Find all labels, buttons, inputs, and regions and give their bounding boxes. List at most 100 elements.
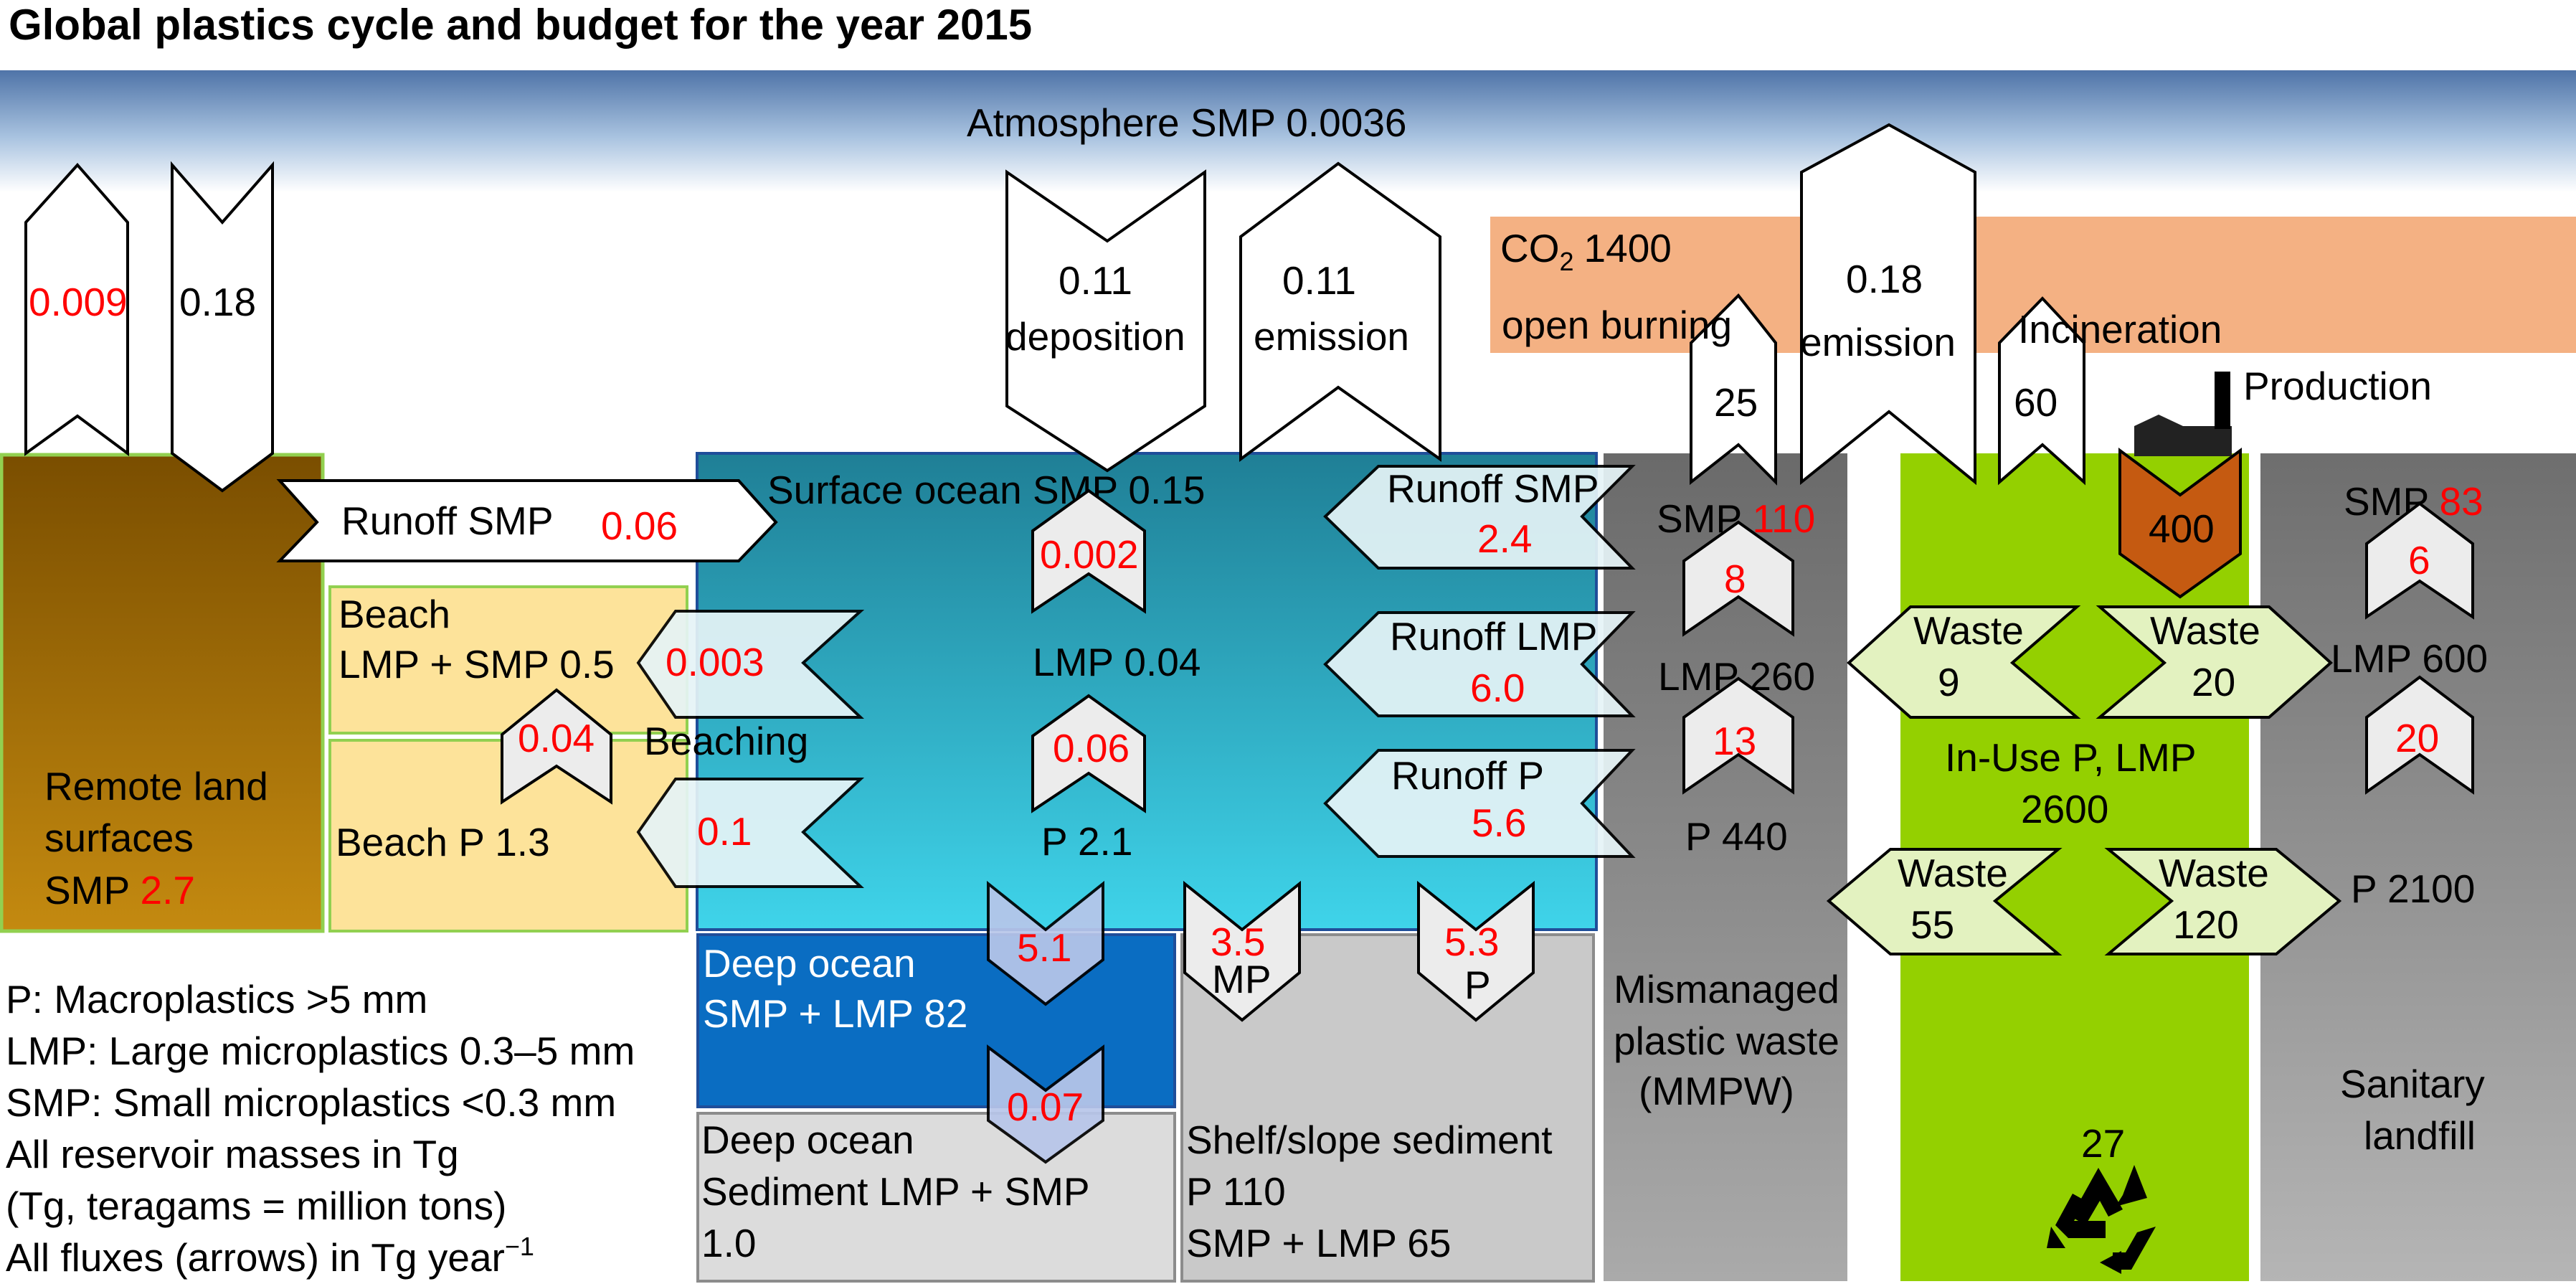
recycle-value: 27	[2081, 1121, 2125, 1166]
production-label: Production	[2243, 364, 2432, 408]
land-atm-down-value: 0.18	[179, 280, 256, 324]
legend-line2: LMP: Large microplastics 0.3–5 mm	[6, 1029, 635, 1073]
surface-ocean-p: P 2.1	[1041, 819, 1132, 864]
landfill-frag-lmp-value: 20	[2395, 716, 2439, 760]
shelf-line2: P 110	[1186, 1169, 1286, 1214]
ocean-frag-p-lmp-arrow	[1031, 694, 1146, 813]
incineration-label: Incineration	[2018, 307, 2222, 351]
mmpw-line3: (MMPW)	[1639, 1069, 1794, 1113]
runoff-smp-label: Runoff SMP	[1387, 466, 1599, 511]
runoff-lmp-arrow	[1323, 611, 1636, 717]
atmosphere-label: Atmosphere SMP 0.0036	[967, 100, 1407, 145]
ocean-emission-arrow	[1239, 161, 1441, 462]
ocean-emission-label: emission	[1254, 314, 1409, 359]
waste-to-landfill-2-label: Waste	[2159, 851, 2269, 895]
beach-p: Beach P 1.3	[336, 820, 550, 864]
deposition-arrow	[1005, 169, 1206, 473]
runoff-smp-value: 2.4	[1477, 516, 1532, 561]
remote-land-line1: Remote land	[44, 764, 268, 808]
runoff-smp-arrow	[1323, 465, 1636, 570]
landfill-line1: Sanitary	[2340, 1062, 2485, 1106]
production-value: 400	[2149, 506, 2215, 551]
deposition-label: deposition	[1005, 314, 1185, 359]
legend: P: Macroplastics >5 mm LMP: Large microp…	[6, 977, 635, 1280]
legend-line5: (Tg, teragams = million tons)	[6, 1184, 506, 1228]
waste-to-landfill-arrow	[2096, 605, 2333, 719]
beach-fragmentation-arrow	[501, 688, 612, 805]
waste-to-mmpw-2-label: Waste	[1898, 851, 2008, 895]
ocean-frag-lmp-smp-value: 0.002	[1040, 532, 1139, 577]
deep-sediment-arrow	[987, 1044, 1104, 1164]
shelf-p-arrow	[1417, 880, 1535, 1022]
open-burning-arrow	[1690, 293, 1777, 486]
remote-land-reservoir	[0, 453, 325, 933]
legend-line3: SMP: Small microplastics <0.3 mm	[6, 1080, 616, 1125]
waste-to-mmpw-value: 9	[1938, 660, 1960, 704]
open-burning-value: 25	[1714, 380, 1758, 425]
land-to-atmosphere-arrow	[24, 162, 129, 456]
waste-to-landfill-value: 20	[2192, 660, 2235, 704]
deep-sediment-line3: 1.0	[701, 1221, 756, 1265]
beaching-p-value: 0.1	[697, 809, 752, 854]
landfill-line2: landfill	[2364, 1113, 2476, 1158]
legend-line6: All fluxes (arrows) in Tg year−1	[6, 1232, 534, 1280]
runoff-lmp-label: Runoff LMP	[1390, 614, 1597, 658]
mmpw-emission-arrow	[1800, 123, 1976, 486]
ocean-frag-lmp-smp-arrow	[1031, 488, 1146, 614]
deep-sediment-line2: Sediment LMP + SMP	[701, 1169, 1090, 1214]
runoff-p-arrow	[1323, 749, 1636, 858]
landfill-frag-lmp-arrow	[2365, 675, 2474, 795]
waste-to-mmpw-2-value: 55	[1910, 902, 1954, 947]
landfill-lmp: LMP 600	[2331, 636, 2488, 681]
beaching-lmp-arrow	[636, 610, 865, 719]
beaching-lmp-value: 0.003	[666, 640, 764, 684]
mmpw-line2: plastic waste	[1614, 1019, 1839, 1063]
land-atm-up-value: 0.009	[29, 280, 128, 324]
beach-line2: LMP + SMP 0.5	[338, 642, 615, 686]
factory-icon	[2134, 372, 2232, 456]
runoff-lmp-value: 6.0	[1470, 666, 1525, 710]
shelf-mp-value: 3.5	[1211, 920, 1265, 964]
shelf-line1: Shelf/slope sediment	[1186, 1118, 1553, 1162]
landfill-p: P 2100	[2351, 867, 2475, 911]
legend-line4: All reservoir masses in Tg	[6, 1132, 459, 1176]
open-burning-label: open burning	[1502, 303, 1732, 347]
landfill-reservoir	[2260, 453, 2576, 1281]
waste-to-mmpw-2-arrow	[1826, 848, 2063, 955]
beach-fragmentation-value: 0.04	[518, 716, 595, 760]
diagram-title: Global plastics cycle and budget for the…	[9, 1, 1032, 49]
mmpw-frag-lmp-arrow	[1682, 676, 1794, 795]
landfill-frag-smp-value: 6	[2408, 538, 2430, 582]
ocean-frag-p-lmp-value: 0.06	[1053, 726, 1130, 770]
runoff-remote-arrow	[276, 479, 778, 562]
mmpw-line1: Mismanaged	[1614, 967, 1839, 1011]
runoff-p-label: Runoff P	[1391, 753, 1544, 798]
incineration-arrow	[1998, 296, 2085, 486]
mmpw-frag-lmp-value: 13	[1713, 719, 1756, 763]
shelf-line3: SMP + LMP 65	[1186, 1221, 1451, 1265]
legend-line1: P: Macroplastics >5 mm	[6, 977, 427, 1021]
surface-ocean-lmp: LMP 0.04	[1033, 640, 1201, 684]
deep-sediment-reservoir	[696, 1112, 1176, 1283]
landfill-frag-smp-arrow	[2365, 501, 2474, 620]
atmosphere-to-land-arrow	[171, 161, 274, 493]
sinking-deep-ocean-value: 5.1	[1017, 925, 1071, 970]
mmpw-frag-smp-arrow	[1682, 520, 1794, 637]
waste-to-mmpw-arrow	[1847, 605, 2081, 719]
runoff-remote-label: Runoff SMP	[341, 499, 554, 543]
mmpw-emission-label: emission	[1800, 320, 1956, 364]
landfill-smp: SMP 83	[2344, 479, 2483, 524]
shelf-p-value: 5.3	[1444, 920, 1499, 964]
waste-to-landfill-2-value: 120	[2173, 902, 2239, 947]
incineration-value: 60	[2014, 380, 2058, 425]
beaching-label: Beaching	[644, 719, 808, 763]
remote-land-smp: SMP 2.7	[44, 868, 195, 912]
deep-sediment-line1: Deep ocean	[701, 1118, 914, 1162]
deposition-value: 0.11	[1059, 258, 1132, 303]
waste-to-mmpw-label: Waste	[1913, 608, 2024, 653]
waste-to-landfill-2-arrow	[2104, 848, 2342, 955]
mmpw-p: P 440	[1685, 814, 1788, 859]
recycle-icon	[2047, 1165, 2156, 1274]
atmosphere-band	[0, 70, 2576, 192]
